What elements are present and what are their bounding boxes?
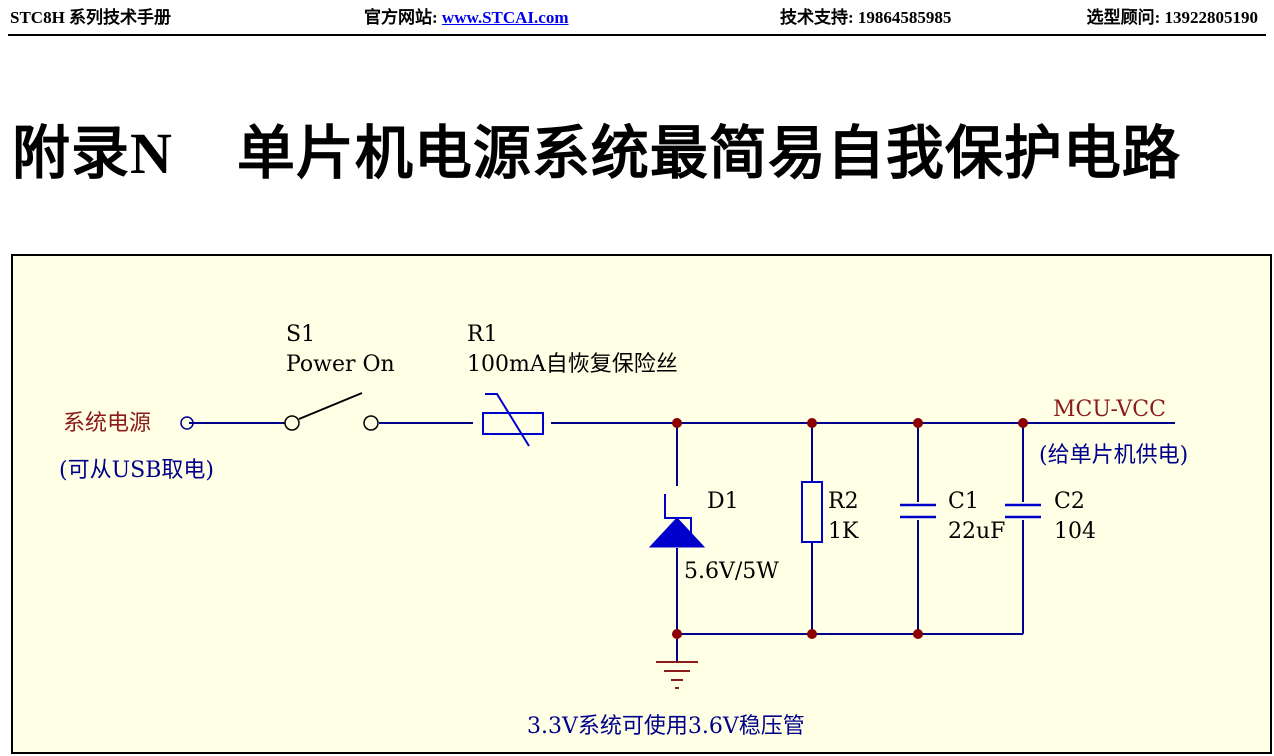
source-terminal <box>180 416 194 430</box>
switch-s1 <box>283 392 379 431</box>
fuse-body <box>482 412 544 435</box>
source-label: 系统电源 <box>63 411 151 436</box>
wires <box>189 422 1175 662</box>
fuse-r1 <box>482 393 544 447</box>
resistor-value: 1K <box>828 519 859 544</box>
junction-dot <box>672 629 682 639</box>
website-info: 官方网站: www.STCAI.com <box>364 8 568 28</box>
output-note: (给单片机供电) <box>1039 443 1188 468</box>
tech-support-phone: 技术支持: 19864585985 <box>780 8 952 27</box>
junction-dot <box>807 418 817 428</box>
cap1-value: 22uF <box>948 519 1005 544</box>
fuse-ptc-slash <box>485 393 530 447</box>
switch-value: Power On <box>286 352 395 377</box>
switch-lever <box>298 392 363 420</box>
junctions <box>672 418 1028 639</box>
resistor-r2-body <box>801 481 823 543</box>
output-net-label: MCU-VCC <box>1053 397 1166 422</box>
junction-dot <box>807 629 817 639</box>
website-link[interactable]: www.STCAI.com <box>441 8 569 27</box>
switch-contact-right <box>363 415 379 431</box>
schematic-frame: 系统电源 (可从USB取电) S1 Power On R1 100mA自恢复保险… <box>11 254 1272 754</box>
diode-ref: D1 <box>707 489 739 514</box>
appendix-title: 单片机电源系统最简易自我保护电路 <box>236 119 1181 187</box>
website-label: 官方网站: <box>364 8 442 27</box>
junction-dot <box>913 629 923 639</box>
capacitor-c1 <box>900 503 936 519</box>
cap2-value: 104 <box>1054 519 1096 544</box>
schematic-footnote: 3.3V系统可使用3.6V稳压管 <box>527 714 805 739</box>
zener-cathode-bar <box>664 494 692 542</box>
sales-consult-phone: 选型顾问: 13922805190 <box>1086 8 1258 27</box>
page-header: STC8H 系列技术手册 官方网站: www.STCAI.com 技术支持: 1… <box>8 0 1266 36</box>
zener-diode-d1 <box>648 494 706 548</box>
fuse-ref: R1 <box>467 322 498 347</box>
manual-title: STC8H 系列技术手册 <box>10 8 172 27</box>
diode-value: 5.6V/5W <box>684 559 779 584</box>
switch-contact-left <box>284 415 300 431</box>
junction-dot <box>1018 418 1028 428</box>
page-title: 附录N 单片机电源系统最简易自我保护电路 <box>12 118 1181 189</box>
cap2-ref: C2 <box>1054 489 1085 514</box>
source-note: (可从USB取电) <box>59 458 214 483</box>
capacitor-c2 <box>1005 503 1041 519</box>
fuse-value: 100mA自恢复保险丝 <box>467 352 678 377</box>
ground-icon <box>656 661 698 689</box>
junction-dot <box>672 418 682 428</box>
switch-ref: S1 <box>286 322 315 347</box>
appendix-label: 附录N <box>12 121 173 186</box>
resistor-ref: R2 <box>828 489 859 514</box>
junction-dot <box>913 418 923 428</box>
cap1-ref: C1 <box>948 489 979 514</box>
zener-triangle <box>648 517 706 548</box>
power-protection-schematic: 系统电源 (可从USB取电) S1 Power On R1 100mA自恢复保险… <box>59 322 1188 739</box>
